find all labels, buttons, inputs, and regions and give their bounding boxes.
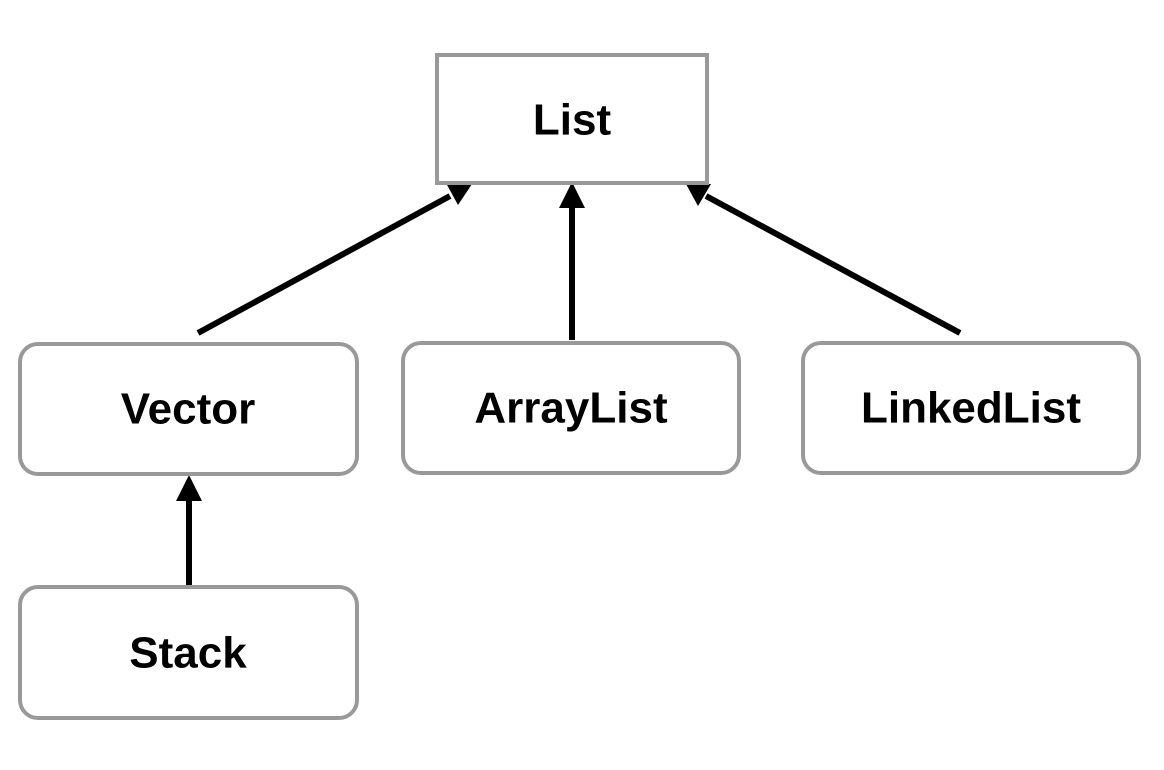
edge-vector-to-list-arrowhead bbox=[446, 183, 472, 205]
edge-stack-to-vector bbox=[176, 475, 202, 587]
node-vector: Vector bbox=[18, 342, 359, 476]
node-stack-box bbox=[18, 585, 359, 720]
edges bbox=[176, 182, 962, 587]
node-linkedlist-label: LinkedList bbox=[861, 384, 1081, 433]
node-arraylist-label: ArrayList bbox=[474, 384, 668, 433]
node-arraylist-box bbox=[401, 341, 741, 475]
node-arraylist: ArrayList bbox=[401, 341, 741, 475]
node-list: List bbox=[435, 53, 709, 185]
node-stack-label: Stack bbox=[129, 629, 247, 678]
node-list-label: List bbox=[533, 96, 612, 145]
edge-linkedlist-to-list bbox=[686, 184, 962, 336]
node-vector-label: Vector bbox=[121, 385, 256, 434]
edge-linkedlist-to-list-line bbox=[704, 193, 962, 336]
edge-vector-to-list bbox=[196, 183, 472, 336]
node-list-box bbox=[435, 53, 709, 185]
edge-arraylist-to-list-arrowhead bbox=[559, 182, 585, 208]
node-stack: Stack bbox=[18, 585, 359, 720]
node-linkedlist: LinkedList bbox=[801, 341, 1141, 475]
edge-vector-to-list-line bbox=[196, 193, 452, 336]
edge-linkedlist-to-list-arrowhead bbox=[686, 184, 711, 206]
edge-stack-to-vector-arrowhead bbox=[176, 475, 202, 501]
edge-arraylist-to-list bbox=[559, 182, 585, 340]
node-vector-box bbox=[18, 342, 359, 476]
node-linkedlist-box bbox=[801, 341, 1141, 475]
